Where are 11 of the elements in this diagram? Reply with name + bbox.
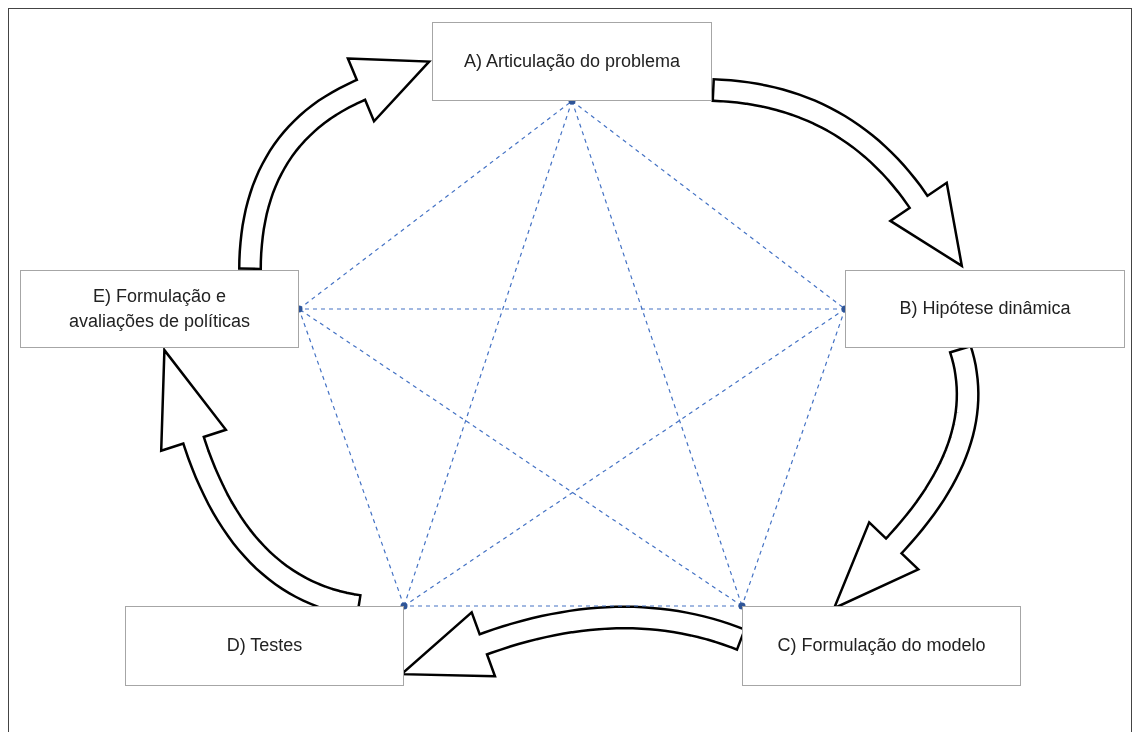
step-box — [845, 270, 1125, 348]
step-box — [432, 22, 712, 101]
step-label: B) Hipótese dinâmica — [899, 297, 1071, 321]
step-box — [125, 606, 404, 686]
step-label: C) Formulação do modelo — [777, 634, 986, 658]
step-box — [742, 606, 1021, 686]
step-box — [20, 270, 299, 348]
step-label: E) Formulação e avaliações de políticas — [67, 284, 252, 333]
step-label: A) Articulação do problema — [463, 49, 681, 73]
curved-block-arrow — [709, 78, 964, 268]
step-label: D) Testes — [226, 634, 303, 658]
